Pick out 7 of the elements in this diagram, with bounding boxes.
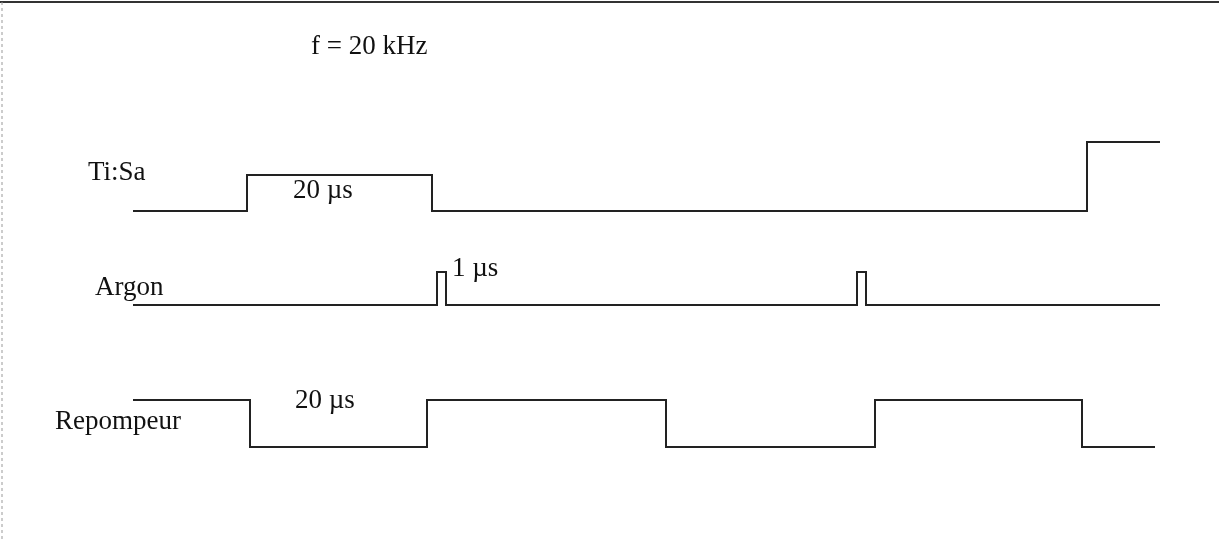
frequency-label: f = 20 kHz bbox=[311, 32, 428, 59]
signal-name: Ti:Sa bbox=[88, 158, 146, 185]
duration-label: 20 µs bbox=[295, 386, 355, 413]
duration-label: 20 µs bbox=[293, 176, 353, 203]
signal-name: Argon bbox=[95, 273, 164, 300]
signal-name: Repompeur bbox=[55, 407, 181, 434]
duration-label: 1 µs bbox=[452, 254, 499, 281]
